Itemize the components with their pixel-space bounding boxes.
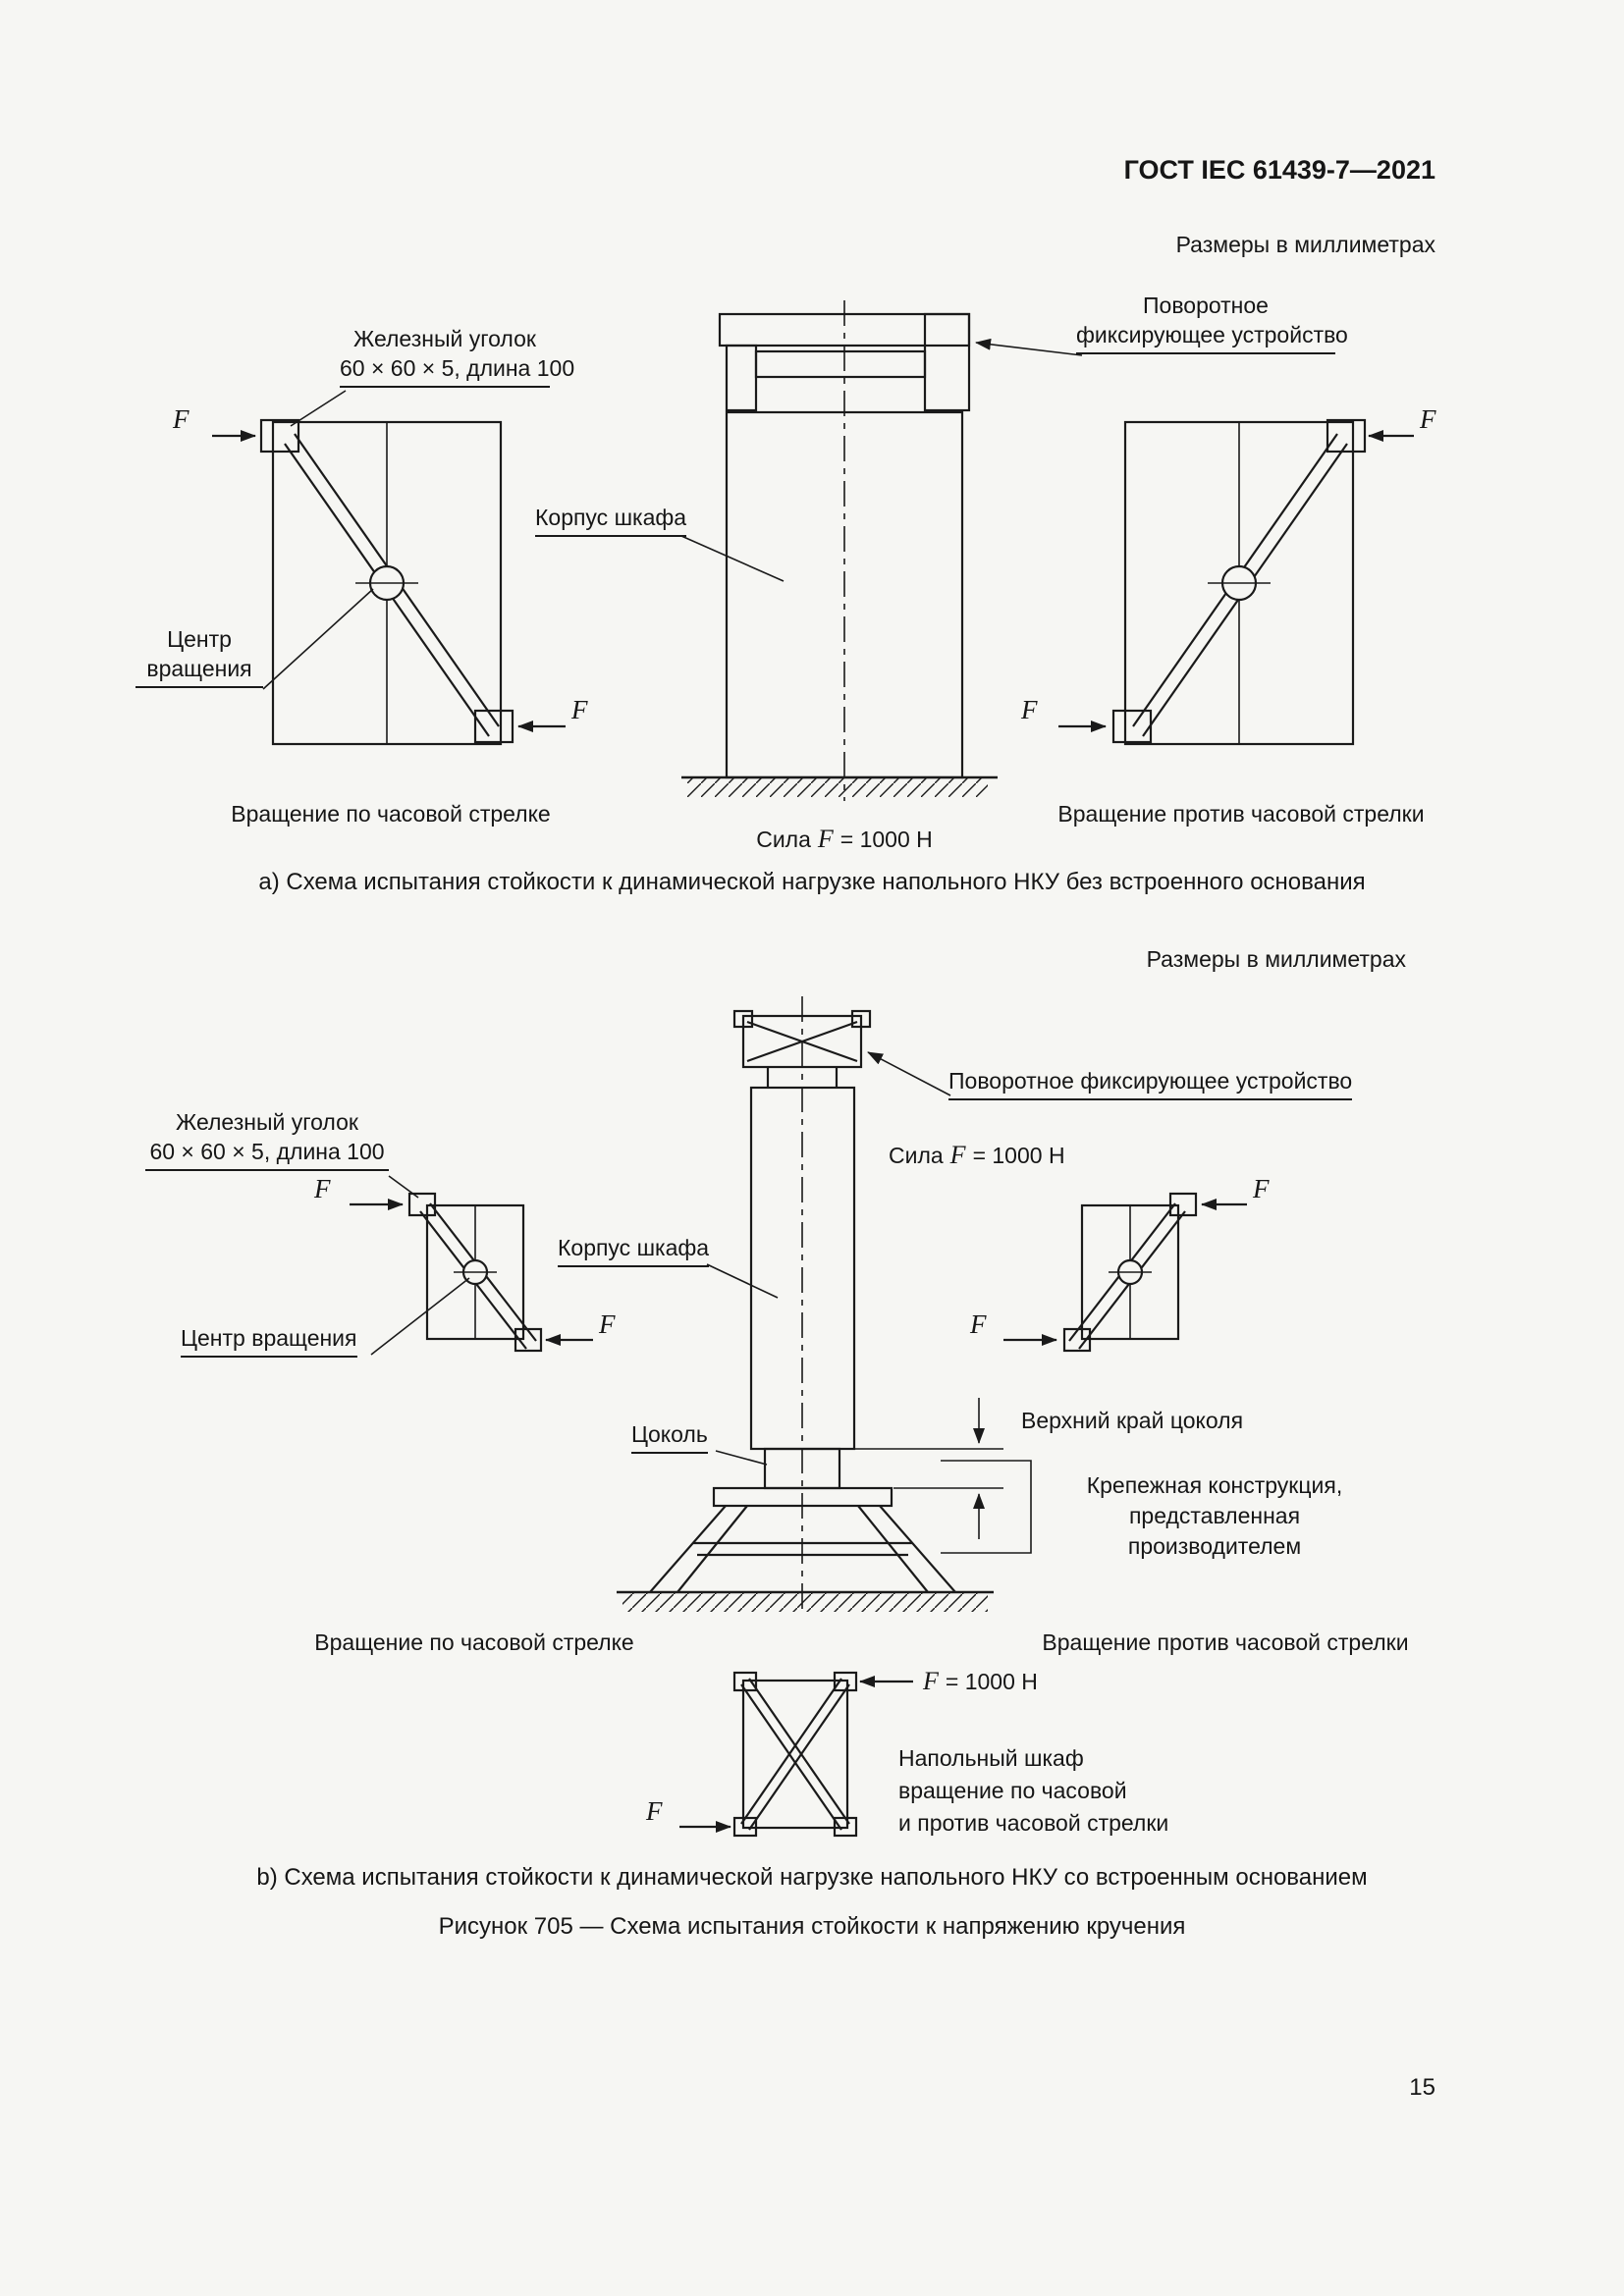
iron-angle-label-a-line1: Железный уголок bbox=[353, 326, 536, 351]
force-symbol-a-top-right: F bbox=[1420, 404, 1436, 434]
cabinet-body-label-b: Корпус шкафа bbox=[558, 1233, 710, 1267]
rotation-center-label-a-line2: вращения bbox=[146, 656, 252, 681]
force-symbol-b-left-bottom: F bbox=[599, 1309, 616, 1339]
mounting-structure-line2: представленная bbox=[1128, 1503, 1301, 1528]
force-amount-a: = 1000 Н bbox=[839, 827, 933, 852]
force-symbol-b: F bbox=[949, 1141, 966, 1169]
force-symbol-b-left-top: F bbox=[314, 1174, 331, 1203]
iron-angle-label-b-line1: Железный уголок bbox=[176, 1109, 358, 1135]
leader-center-b bbox=[370, 1277, 470, 1356]
rotation-center-label-b: Центр вращения bbox=[181, 1323, 357, 1358]
caption-clockwise-a: Вращение по часовой стрелке bbox=[231, 801, 551, 827]
leader-fixture-a bbox=[975, 338, 1083, 356]
rotation-center-label-a-line1: Центр bbox=[167, 626, 232, 652]
rotation-square-cw-b bbox=[350, 1192, 593, 1353]
iron-angle-label-a-line2: 60 × 60 × 5, длина 100 bbox=[340, 355, 575, 381]
cabinet-body-label-a: Корпус шкафа bbox=[535, 503, 687, 537]
force-amount-b: = 1000 Н bbox=[972, 1143, 1065, 1168]
page-header: ГОСТ IEC 61439-7—2021 bbox=[1123, 155, 1435, 185]
force-symbol-bottom-left: F bbox=[646, 1796, 663, 1826]
rotation-square-cw-a bbox=[212, 390, 566, 746]
diagram-b bbox=[350, 996, 1247, 1838]
mounting-structure-line1: Крепежная конструкция, bbox=[1086, 1472, 1343, 1498]
caption-counterclockwise-b: Вращение против часовой стрелки bbox=[1042, 1629, 1409, 1655]
dimensions-note-a: Размеры в миллиметрах bbox=[1175, 232, 1435, 257]
iron-angle-label-b-line2: 60 × 60 × 5, длина 100 bbox=[149, 1139, 385, 1164]
mounting-structure-label-b: Крепежная конструкция, представленная пр… bbox=[1062, 1470, 1367, 1562]
dimensions-note-b: Размеры в миллиметрах bbox=[1146, 946, 1406, 972]
force-value-label-b: Сила F = 1000 Н bbox=[889, 1141, 1065, 1170]
plinth-dimensioning bbox=[841, 1398, 1032, 1554]
cabinet-front-view-a bbox=[681, 300, 998, 801]
force-symbol-b-right-bottom: F bbox=[970, 1309, 987, 1339]
both-rotations-square-b bbox=[679, 1671, 913, 1838]
rotating-fixture-label-a: Поворотное фиксирующее устройство bbox=[1076, 291, 1348, 354]
force-symbol-a-bottom-left: F bbox=[1021, 695, 1038, 724]
force-symbol-bottom: F bbox=[923, 1667, 939, 1695]
leader-cabinet-b bbox=[706, 1263, 779, 1299]
force-symbol-a: F bbox=[817, 825, 834, 853]
force-symbol-b-right-top: F bbox=[1253, 1174, 1270, 1203]
diagram-a bbox=[212, 300, 1414, 801]
force-symbol-a-top-left: F bbox=[173, 404, 189, 434]
floor-cabinet-line1: Напольный шкаф bbox=[898, 1745, 1084, 1771]
leader-cabinet-a bbox=[680, 535, 785, 582]
rotation-center-label-a: Центр вращения bbox=[135, 624, 263, 688]
figure-caption: Рисунок 705 — Схема испытания стойкости … bbox=[438, 1913, 1186, 1940]
mounting-structure-line3: производителем bbox=[1127, 1533, 1302, 1559]
caption-clockwise-b: Вращение по часовой стрелке bbox=[314, 1629, 634, 1655]
rotating-fixture-label-a-line1: Поворотное bbox=[1143, 293, 1269, 318]
iron-angle-label-a: Железный уголок 60 × 60 × 5, длина 100 bbox=[340, 324, 575, 388]
page-number: 15 bbox=[1409, 2074, 1435, 2101]
force-value-label-a: Сила F = 1000 Н bbox=[746, 825, 943, 854]
floor-cabinet-line2: вращение по часовой bbox=[898, 1778, 1127, 1803]
leader-iron-angle-b bbox=[388, 1175, 419, 1199]
rotation-square-ccw-a bbox=[1058, 418, 1414, 746]
subfigure-caption-b: b) Схема испытания стойкости к динамичес… bbox=[256, 1864, 1368, 1891]
iron-angle-label-b: Железный уголок 60 × 60 × 5, длина 100 bbox=[145, 1107, 389, 1171]
cabinet-front-view-b bbox=[617, 996, 994, 1615]
force-symbol-a-bottom-right: F bbox=[571, 695, 588, 724]
caption-counterclockwise-a: Вращение против часовой стрелки bbox=[1057, 801, 1425, 827]
force-amount-bottom: = 1000 Н bbox=[945, 1669, 1038, 1694]
plinth-top-edge-label-b: Верхний край цоколя bbox=[1021, 1408, 1244, 1433]
leader-fixture-b bbox=[867, 1051, 951, 1096]
floor-cabinet-label-b: Напольный шкаф вращение по часовой и про… bbox=[898, 1742, 1168, 1840]
force-prefix-b: Сила bbox=[889, 1143, 944, 1168]
force-value-label-bottom: F = 1000 Н bbox=[923, 1667, 1038, 1696]
rotating-fixture-label-b: Поворотное фиксирующее устройство bbox=[948, 1066, 1353, 1100]
force-prefix-a: Сила bbox=[756, 827, 811, 852]
rotation-square-ccw-b bbox=[1003, 1192, 1247, 1353]
floor-cabinet-line3: и против часовой стрелки bbox=[898, 1810, 1169, 1836]
subfigure-caption-a: а) Схема испытания стойкости к динамичес… bbox=[258, 869, 1366, 895]
plinth-label-b: Цоколь bbox=[631, 1419, 708, 1454]
rotating-fixture-label-a-line2: фиксирующее устройство bbox=[1076, 322, 1348, 347]
leader-plinth-b bbox=[715, 1450, 768, 1466]
